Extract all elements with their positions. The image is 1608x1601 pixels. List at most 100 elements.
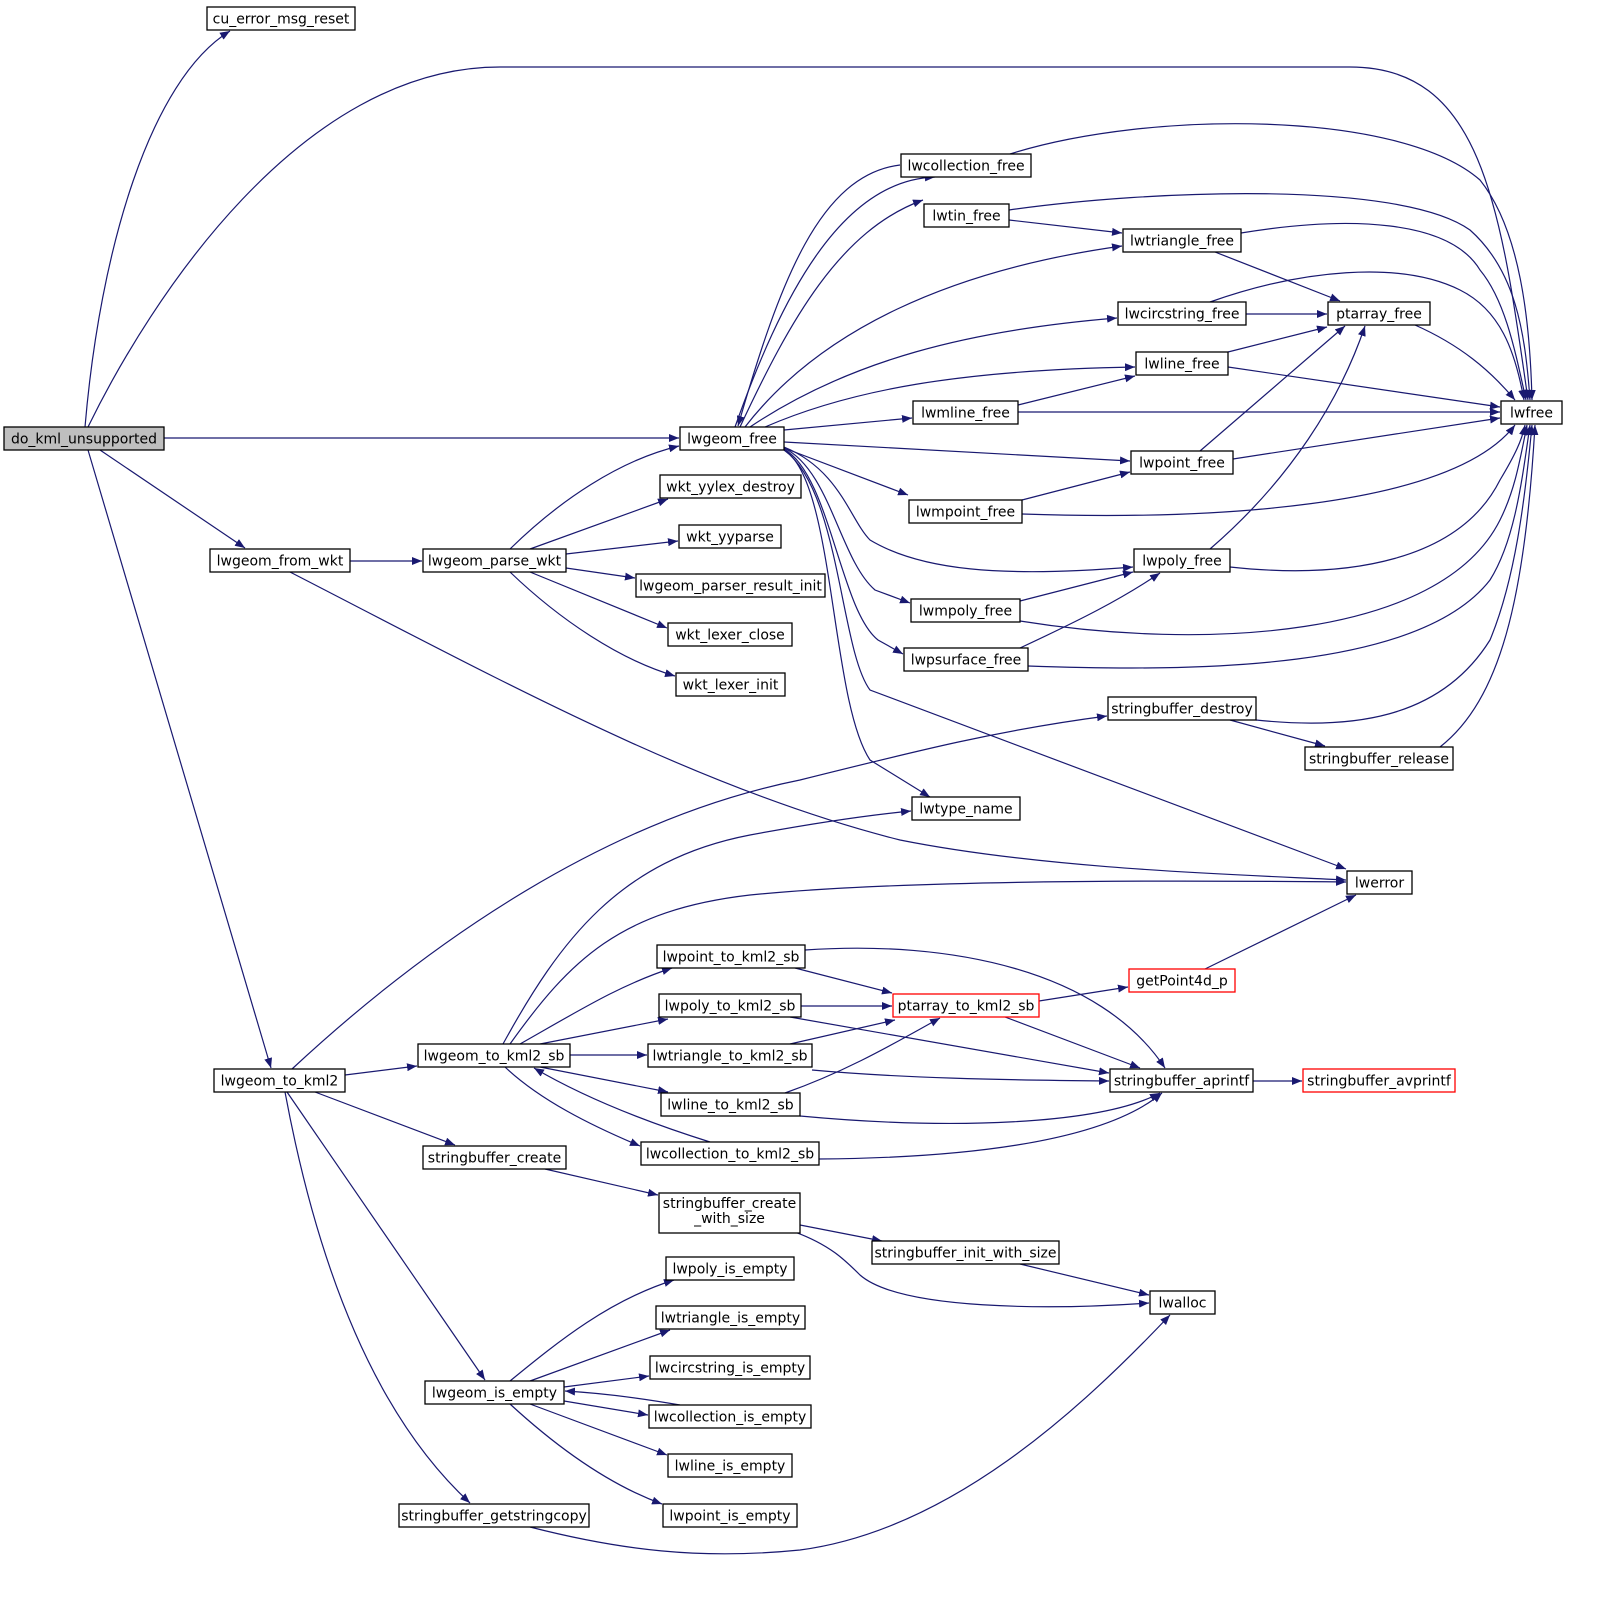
node-stringbuffer_create_with_size[interactable]: stringbuffer_create_with_size bbox=[658, 1192, 801, 1234]
node-lwfree[interactable]: lwfree bbox=[1500, 400, 1563, 425]
node-lwcollection_free[interactable]: lwcollection_free bbox=[900, 153, 1032, 178]
node-stringbuffer_create[interactable]: stringbuffer_create bbox=[422, 1145, 567, 1170]
node-box bbox=[1135, 351, 1229, 376]
edge-stringbuffer_destroy-to-stringbuffer_release bbox=[1229, 719, 1326, 748]
edge-do_kml_unsupported-to-lwgeom_to_kml2 bbox=[87, 449, 272, 1069]
node-label: lwpoly_to_kml2_sb bbox=[665, 999, 796, 1015]
node-stringbuffer_destroy[interactable]: stringbuffer_destroy bbox=[1107, 696, 1257, 721]
node-lwtype_name[interactable]: lwtype_name bbox=[911, 796, 1021, 821]
node-wkt_yylex_destroy[interactable]: wkt_yylex_destroy bbox=[659, 474, 802, 499]
node-do_kml_unsupported[interactable]: do_kml_unsupported bbox=[3, 426, 165, 451]
edge-lwpoint_to_kml2_sb-to-stringbuffer_aprintf bbox=[804, 947, 1166, 1069]
edge-lwcollection_free-to-lwgeom_free bbox=[736, 164, 901, 427]
edge-stringbuffer_init_with_size-to-lwalloc bbox=[1019, 1263, 1150, 1297]
node-lwtriangle_is_empty[interactable]: lwtriangle_is_empty bbox=[655, 1305, 806, 1330]
node-box bbox=[678, 524, 782, 549]
node-box bbox=[648, 1404, 812, 1429]
node-getPoint4d_p[interactable]: getPoint4d_p bbox=[1128, 968, 1236, 993]
node-lwgeom_to_kml2_sb[interactable]: lwgeom_to_kml2_sb bbox=[417, 1043, 571, 1068]
node-lwgeom_to_kml2[interactable]: lwgeom_to_kml2 bbox=[213, 1068, 346, 1093]
edge-lwgeom_to_kml2_sb-to-lwpoly_to_kml2_sb bbox=[539, 1016, 669, 1045]
node-label: stringbuffer_destroy bbox=[1111, 702, 1253, 718]
node-lwmpoint_free[interactable]: lwmpoint_free bbox=[908, 499, 1023, 524]
node-label: lwline_free bbox=[1144, 357, 1219, 373]
node-lwgeom_free[interactable]: lwgeom_free bbox=[679, 426, 785, 451]
node-lwline_is_empty[interactable]: lwline_is_empty bbox=[667, 1453, 793, 1478]
node-lwcircstring_is_empty[interactable]: lwcircstring_is_empty bbox=[649, 1355, 811, 1380]
node-lwmpoly_free[interactable]: lwmpoly_free bbox=[910, 598, 1021, 623]
edge-stringbuffer_getstringcopy-to-lwalloc bbox=[529, 1314, 1171, 1555]
node-lwcollection_is_empty[interactable]: lwcollection_is_empty bbox=[648, 1404, 812, 1429]
node-stringbuffer_init_with_size[interactable]: stringbuffer_init_with_size bbox=[871, 1240, 1060, 1265]
node-box bbox=[900, 153, 1032, 178]
node-lwpoly_is_empty[interactable]: lwpoly_is_empty bbox=[665, 1256, 795, 1281]
node-box bbox=[679, 426, 785, 451]
node-lwpoint_to_kml2_sb[interactable]: lwpoint_to_kml2_sb bbox=[656, 944, 806, 969]
node-lwalloc[interactable]: lwalloc bbox=[1149, 1290, 1216, 1315]
node-label: lwgeom_parser_result_init bbox=[639, 579, 822, 595]
node-wkt_lexer_close[interactable]: wkt_lexer_close bbox=[667, 622, 793, 647]
node-lwtriangle_to_kml2_sb[interactable]: lwtriangle_to_kml2_sb bbox=[647, 1043, 813, 1068]
node-box bbox=[659, 474, 802, 499]
node-lwpsurface_free[interactable]: lwpsurface_free bbox=[903, 647, 1029, 672]
node-lwgeom_is_empty[interactable]: lwgeom_is_empty bbox=[424, 1380, 565, 1405]
node-box bbox=[422, 548, 567, 573]
node-box bbox=[667, 1453, 793, 1478]
edge-lwgeom_free-to-lwpoint_free bbox=[783, 441, 1131, 465]
node-box bbox=[649, 1355, 811, 1380]
edge-lwpsurface_free-to-lwfree bbox=[1027, 424, 1533, 669]
node-lwline_to_kml2_sb[interactable]: lwline_to_kml2_sb bbox=[660, 1092, 801, 1117]
node-lwtriangle_free[interactable]: lwtriangle_free bbox=[1122, 228, 1242, 253]
edge-lwgeom_free-to-lwcircstring_free bbox=[749, 314, 1118, 428]
edge-stringbuffer_create_with_size-to-lwalloc bbox=[794, 1231, 1150, 1308]
node-lwerror[interactable]: lwerror bbox=[1346, 870, 1413, 895]
node-stringbuffer_avprintf[interactable]: stringbuffer_avprintf bbox=[1302, 1068, 1456, 1093]
edge-lwpsurface_free-to-lwpoly_free bbox=[1019, 572, 1161, 649]
node-lwpoly_to_kml2_sb[interactable]: lwpoly_to_kml2_sb bbox=[658, 993, 802, 1018]
node-lwpoint_free[interactable]: lwpoint_free bbox=[1130, 450, 1234, 475]
node-box bbox=[667, 622, 793, 647]
node-ptarray_free[interactable]: ptarray_free bbox=[1327, 301, 1431, 326]
edge-lwtriangle_to_kml2_sb-to-ptarray_to_kml2_sb bbox=[789, 1018, 896, 1045]
node-wkt_lexer_init[interactable]: wkt_lexer_init bbox=[675, 672, 786, 697]
node-box bbox=[912, 400, 1019, 425]
node-label: wkt_lexer_init bbox=[683, 678, 779, 694]
node-box bbox=[658, 993, 802, 1018]
node-label: lwpsurface_free bbox=[911, 653, 1022, 669]
node-box bbox=[1107, 696, 1257, 721]
edge-lwgeom_free-to-lwtriangle_free bbox=[744, 243, 1123, 428]
node-lwgeom_from_wkt[interactable]: lwgeom_from_wkt bbox=[209, 548, 351, 573]
node-lwmline_free[interactable]: lwmline_free bbox=[912, 400, 1019, 425]
node-box bbox=[903, 647, 1029, 672]
node-box bbox=[1149, 1290, 1216, 1315]
node-lwpoint_is_empty[interactable]: lwpoint_is_empty bbox=[662, 1503, 798, 1528]
node-cu_error_msg_reset[interactable]: cu_error_msg_reset bbox=[206, 6, 356, 31]
edge-lwgeom_to_kml2-to-stringbuffer_create bbox=[314, 1091, 456, 1146]
node-box bbox=[417, 1043, 571, 1068]
edge-lwgeom_to_kml2_sb-to-lwpoint_to_kml2_sb bbox=[519, 967, 673, 1045]
node-lwtin_free[interactable]: lwtin_free bbox=[923, 203, 1010, 228]
edge-lwgeom_free-to-lwerror bbox=[783, 449, 1347, 870]
node-stringbuffer_aprintf[interactable]: stringbuffer_aprintf bbox=[1109, 1068, 1254, 1093]
node-stringbuffer_getstringcopy[interactable]: stringbuffer_getstringcopy bbox=[398, 1503, 590, 1528]
edge-lwgeom_parse_wkt-to-wkt_lexer_init bbox=[509, 571, 676, 678]
edge-ptarray_free-to-lwfree bbox=[1414, 324, 1516, 401]
node-label: lwmline_free bbox=[921, 406, 1010, 422]
edge-lwtin_free-to-lwtriangle_free bbox=[1008, 219, 1123, 236]
edge-lwgeom_is_empty-to-lwcircstring_is_empty bbox=[563, 1373, 650, 1388]
node-label: lwpoint_to_kml2_sb bbox=[663, 950, 800, 966]
node-box bbox=[656, 944, 806, 969]
node-stringbuffer_release[interactable]: stringbuffer_release bbox=[1304, 746, 1454, 771]
node-wkt_yyparse[interactable]: wkt_yyparse bbox=[678, 524, 782, 549]
edge-lwgeom_free-to-lwtin_free bbox=[739, 199, 924, 428]
node-lwgeom_parse_wkt[interactable]: lwgeom_parse_wkt bbox=[422, 548, 567, 573]
node-lwpoly_free[interactable]: lwpoly_free bbox=[1133, 548, 1231, 573]
node-lwgeom_parser_result_init[interactable]: lwgeom_parser_result_init bbox=[635, 573, 826, 598]
node-ptarray_to_kml2_sb[interactable]: ptarray_to_kml2_sb bbox=[892, 993, 1040, 1018]
node-lwcollection_to_kml2_sb[interactable]: lwcollection_to_kml2_sb bbox=[640, 1141, 820, 1166]
node-label: lwfree bbox=[1510, 406, 1553, 422]
node-label: lwcircstring_free bbox=[1125, 307, 1240, 323]
node-box bbox=[206, 6, 356, 31]
node-lwcircstring_free[interactable]: lwcircstring_free bbox=[1117, 301, 1247, 326]
node-lwline_free[interactable]: lwline_free bbox=[1135, 351, 1229, 376]
